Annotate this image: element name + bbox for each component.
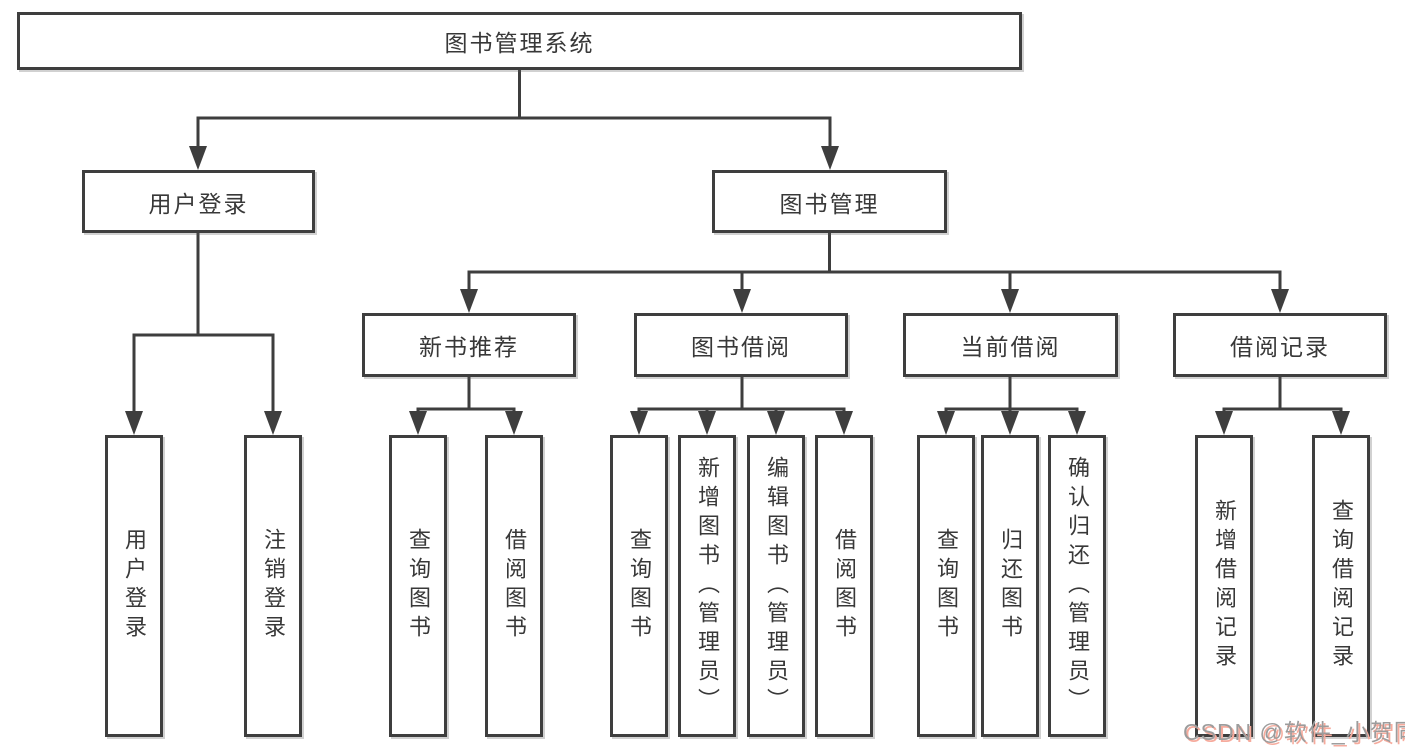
leaf-borrow-books-recommend: 借阅图书 bbox=[485, 435, 543, 737]
node-book-management: 图书管理 bbox=[712, 170, 947, 233]
node-current-borrowing: 当前借阅 bbox=[903, 313, 1118, 377]
node-library-system: 图书管理系统 bbox=[17, 12, 1022, 70]
leaf-logout: 注销登录 bbox=[244, 435, 302, 737]
node-new-book-recommendation: 新书推荐 bbox=[362, 313, 576, 377]
leaf-user-login: 用户登录 bbox=[105, 435, 163, 737]
leaf-query-borrow-record: 查询借阅记录 bbox=[1312, 435, 1370, 737]
leaf-query-books-borrow: 查询图书 bbox=[610, 435, 668, 737]
leaf-add-books-admin: 新增图书（管理员） bbox=[678, 435, 736, 737]
leaf-query-books-current: 查询图书 bbox=[917, 435, 975, 737]
leaf-query-books-recommend: 查询图书 bbox=[389, 435, 447, 737]
node-user-login: 用户登录 bbox=[82, 170, 315, 233]
node-book-borrowing: 图书借阅 bbox=[634, 313, 848, 377]
leaf-confirm-return-admin: 确认归还（管理员） bbox=[1048, 435, 1106, 737]
leaf-borrow-books: 借阅图书 bbox=[815, 435, 873, 737]
leaf-edit-books-admin: 编辑图书（管理员） bbox=[747, 435, 805, 737]
leaf-add-borrow-record: 新增借阅记录 bbox=[1195, 435, 1253, 737]
node-borrowing-records: 借阅记录 bbox=[1173, 313, 1387, 377]
leaf-return-books: 归还图书 bbox=[981, 435, 1039, 737]
csdn-watermark: CSDN @软件_小贺同学 bbox=[1183, 719, 1405, 745]
